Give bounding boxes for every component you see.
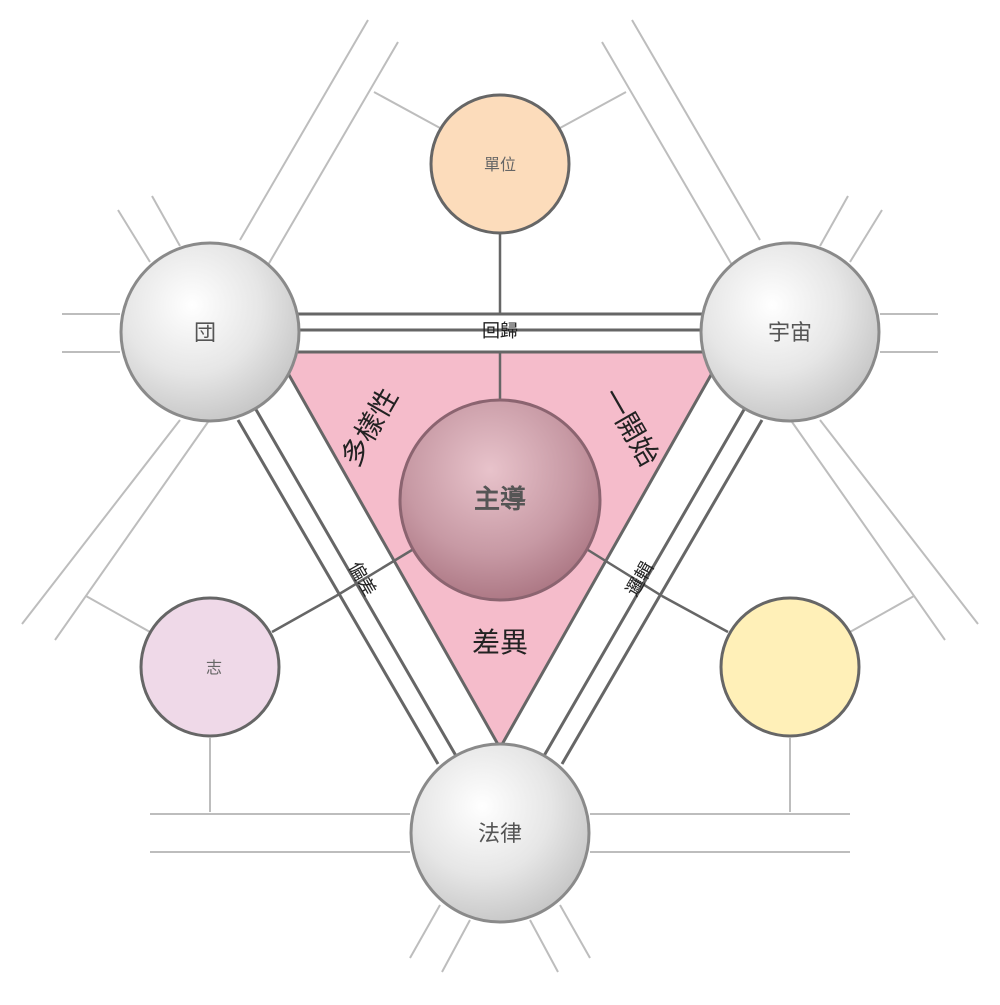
node-group: 団	[119, 241, 301, 423]
node-yellow-circle	[719, 596, 861, 738]
connector-center-right	[587, 548, 663, 598]
node-law: 法律	[409, 742, 591, 924]
node-unit-label: 單位	[484, 155, 516, 174]
node-will-circle	[139, 596, 281, 738]
band-right-outer-edge	[560, 419, 764, 765]
node-will: 志	[139, 596, 281, 738]
node-center: 主導	[398, 398, 602, 602]
node-universe: 宇宙	[699, 241, 881, 423]
node-universe-label: 宇宙	[768, 321, 812, 346]
node-group-label: 団	[194, 321, 216, 346]
node-will-label: 志	[206, 658, 222, 677]
connector-yellow	[661, 594, 729, 634]
node-yellow	[719, 596, 861, 738]
node-unit: 單位	[429, 93, 571, 235]
node-center-circle	[398, 398, 602, 602]
band-top-label: 回歸	[482, 321, 518, 342]
node-unit-circle	[429, 93, 571, 235]
connector-will	[271, 594, 337, 634]
region-bottom-label: 差異	[472, 626, 528, 659]
node-universe-circle	[699, 241, 881, 423]
band-left-outer-edge	[236, 419, 440, 765]
background-lines	[21, 19, 979, 973]
connector-center-left	[335, 548, 413, 598]
node-center-label: 主導	[474, 484, 526, 515]
connectors	[271, 234, 729, 634]
node-law-circle	[409, 742, 591, 924]
node-law-label: 法律	[478, 822, 522, 847]
node-group-circle	[119, 241, 301, 423]
